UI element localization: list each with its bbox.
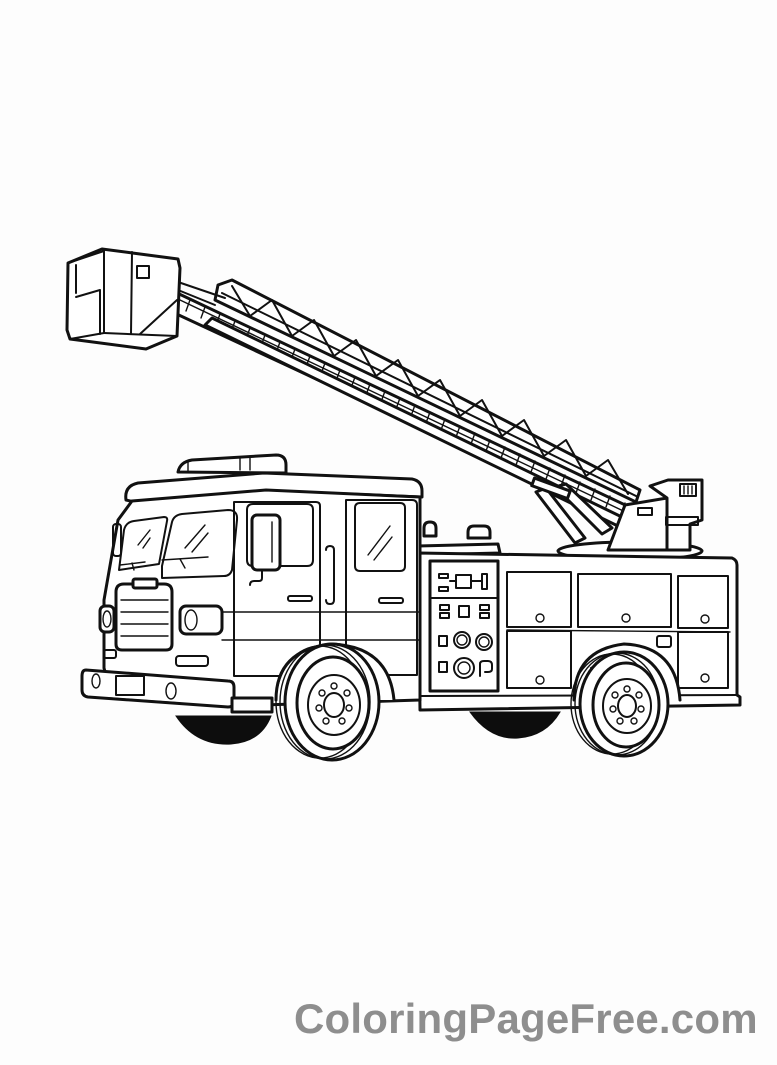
watermark-text: ColoringPageFree.com bbox=[294, 995, 758, 1042]
aerial-ladder bbox=[166, 278, 642, 530]
bumper bbox=[80, 668, 236, 709]
rear-wheel bbox=[570, 642, 682, 758]
headlight-left bbox=[98, 604, 116, 634]
front-wheel bbox=[274, 642, 396, 762]
wheel-shadows bbox=[175, 711, 561, 745]
grille bbox=[114, 582, 174, 652]
light-bar bbox=[176, 453, 288, 475]
headlight-right bbox=[178, 604, 224, 636]
bucket-platform bbox=[65, 247, 182, 351]
